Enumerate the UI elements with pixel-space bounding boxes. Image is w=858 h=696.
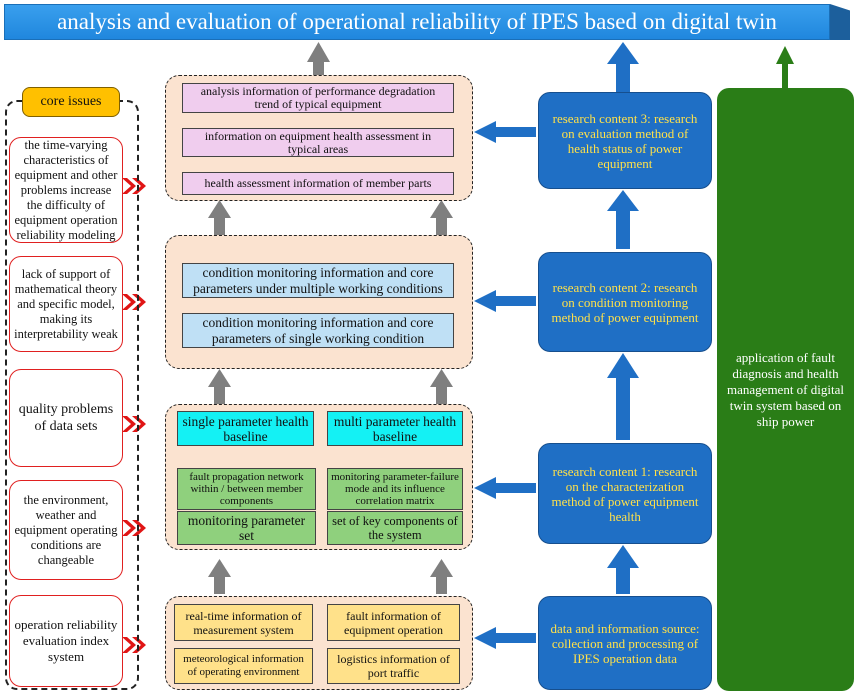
- title-banner: analysis and evaluation of operational r…: [4, 4, 830, 40]
- issue-index-system: operation reliability evaluation index s…: [9, 595, 123, 687]
- box-text: fault propagation network within / betwe…: [189, 471, 304, 507]
- member-parts-box: health assessment information of member …: [182, 172, 454, 195]
- correlation-matrix-box: monitoring parameter-failure mode and it…: [327, 468, 463, 510]
- typical-areas-box: information on equipment health assessme…: [182, 128, 454, 157]
- box-text: fault information of equipment operation: [344, 608, 443, 637]
- red-chevrons: [122, 178, 146, 653]
- issue-text: quality problems of data sets: [18, 402, 114, 434]
- chevron-double-right-icon: [122, 520, 146, 536]
- application-text: application of fault diagnosis and healt…: [727, 349, 844, 429]
- monitoring-parameter-set-box: monitoring parameter set: [177, 511, 316, 545]
- research-content-1-box: research content 1: research on the char…: [538, 443, 712, 544]
- box-text: meteorological information of operating …: [183, 653, 304, 678]
- blue-left-arrow-2: [474, 290, 536, 312]
- chevron-double-right-icon: [122, 416, 146, 432]
- issue-data-quality: quality problems of data sets: [9, 369, 123, 467]
- box-text: single parameter health baseline: [182, 413, 309, 444]
- research-text: research content 3: research on evaluati…: [552, 110, 698, 171]
- box-text: set of key components of the system: [332, 514, 458, 542]
- core-issues-badge: core issues: [22, 87, 120, 117]
- research-text: research content 2: research on conditio…: [551, 279, 699, 325]
- chevron-double-right-icon: [122, 294, 146, 310]
- multiple-conditions-box: condition monitoring information and cor…: [182, 263, 454, 298]
- key-components-box: set of key components of the system: [327, 511, 463, 545]
- research-left-arrows: [474, 121, 536, 649]
- gray-arrow-health-left: [208, 200, 231, 236]
- research-vertical-arrows: [607, 42, 639, 594]
- box-text: analysis information of performance degr…: [200, 84, 436, 111]
- box-text: real-time information of measurement sys…: [185, 608, 302, 637]
- box-text: condition monitoring information and cor…: [193, 264, 443, 296]
- issue-environment: the environment, weather and equipment o…: [9, 480, 123, 580]
- research-content-2-box: research content 2: research on conditio…: [538, 252, 712, 352]
- data-source-research-box: data and information source: collection …: [538, 596, 712, 690]
- blue-left-arrow-1: [474, 121, 536, 143]
- gray-arrow-health-right: [430, 200, 453, 236]
- blue-arrow-to-banner: [607, 42, 639, 92]
- research-content-3-box: research content 3: research on evaluati…: [538, 92, 712, 189]
- issue-text: operation reliability evaluation index s…: [14, 617, 118, 664]
- application-box: application of fault diagnosis and healt…: [717, 88, 854, 691]
- multi-parameter-baseline-box: multi parameter health baseline: [327, 411, 463, 446]
- gray-arrow-baseline-left: [208, 559, 231, 594]
- fault-propagation-network-box: fault propagation network within / betwe…: [177, 468, 316, 510]
- blue-left-arrow-4: [474, 627, 536, 649]
- gray-arrow-condition-right: [430, 369, 453, 405]
- issue-text: lack of support of mathematical theory a…: [14, 266, 118, 341]
- single-condition-box: condition monitoring information and cor…: [182, 313, 454, 348]
- green-arrow-to-banner: [776, 46, 794, 89]
- gray-arrows: [208, 42, 453, 594]
- box-text: information on equipment health assessme…: [204, 128, 432, 156]
- chevron-double-right-icon: [122, 637, 146, 653]
- box-text: monitoring parameter-failure mode and it…: [331, 471, 459, 507]
- blue-arrow-to-rc2: [607, 353, 639, 440]
- blue-arrow-to-rc1: [607, 545, 639, 594]
- issue-math-support: lack of support of mathematical theory a…: [9, 256, 123, 352]
- diagram-title: analysis and evaluation of operational r…: [57, 9, 777, 34]
- research-text: data and information source: collection …: [550, 620, 700, 666]
- degradation-trend-box: analysis information of performance degr…: [182, 83, 454, 113]
- chevron-double-right-icon: [122, 178, 146, 194]
- issue-text: the environment, weather and equipment o…: [14, 492, 118, 567]
- single-parameter-baseline-box: single parameter health baseline: [177, 411, 314, 446]
- blue-arrow-to-rc3: [607, 190, 639, 249]
- box-text: health assessment information of member …: [204, 176, 432, 190]
- port-traffic-box: logistics information of port traffic: [327, 648, 460, 684]
- issue-text: the time-varying characteristics of equi…: [14, 137, 118, 242]
- gray-arrow-to-banner: [307, 42, 330, 77]
- box-text: condition monitoring information and cor…: [202, 314, 434, 346]
- condition-monitoring-group: [165, 235, 473, 369]
- research-text: research content 1: research on the char…: [551, 463, 699, 524]
- banner-3d-side: [830, 4, 850, 40]
- issue-time-varying: the time-varying characteristics of equi…: [9, 137, 123, 243]
- box-text: logistics information of port traffic: [337, 652, 450, 680]
- blue-left-arrow-3: [474, 477, 536, 499]
- core-issues-label: core issues: [40, 94, 102, 109]
- measurement-system-box: real-time information of measurement sys…: [174, 604, 313, 641]
- gray-arrow-baseline-right: [430, 559, 453, 594]
- green-chevrons: [692, 124, 712, 651]
- operating-environment-box: meteorological information of operating …: [174, 648, 313, 684]
- equipment-fault-box: fault information of equipment operation: [327, 604, 460, 641]
- box-text: monitoring parameter set: [187, 513, 306, 543]
- box-text: multi parameter health baseline: [333, 413, 457, 444]
- gray-arrow-condition-left: [208, 369, 231, 405]
